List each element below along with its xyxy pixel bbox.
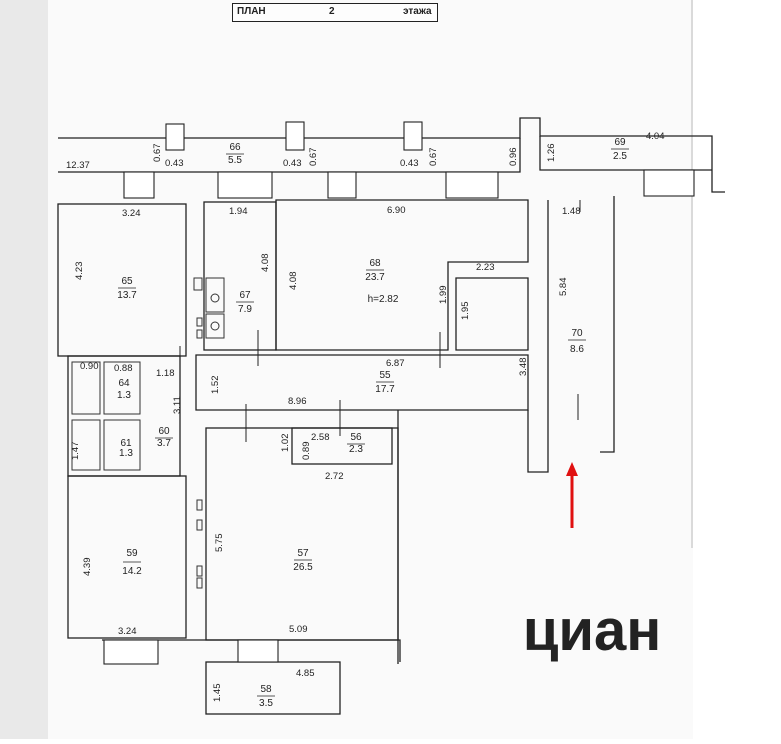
room-number: 58	[260, 684, 272, 695]
room-number: 68	[369, 258, 381, 269]
dimension: 5.09	[289, 624, 308, 635]
room-area: 13.7	[117, 290, 137, 301]
room-label-bars	[118, 148, 629, 697]
dimension: 4.08	[288, 272, 299, 291]
watermark-text: циан	[523, 598, 662, 663]
radiators	[196, 317, 203, 589]
room-area: 1.3	[119, 448, 133, 459]
red-arrow-icon	[566, 462, 578, 528]
room-number: 60	[158, 426, 170, 437]
dimension: 0.96	[508, 148, 519, 167]
dimension: 0.67	[428, 148, 439, 167]
ceiling-height: h=2.82	[368, 294, 399, 305]
room-area: 1.3	[117, 390, 131, 401]
room-number: 65	[121, 276, 133, 287]
dimension: 4.85	[296, 668, 315, 679]
room-area: 23.7	[365, 272, 385, 283]
room-number: 55	[379, 370, 391, 381]
plumbing-fixtures	[71, 277, 225, 471]
room-number: 64	[118, 378, 130, 389]
dimension: 0.88	[114, 363, 133, 374]
room-number: 56	[350, 432, 362, 443]
dimension: 4.08	[260, 254, 271, 273]
room-area: 2.5	[613, 151, 627, 162]
dimension: 1.18	[156, 368, 175, 379]
dimension: 0.67	[308, 148, 319, 167]
dimension: 3.24	[118, 626, 137, 637]
dimension: 1.47	[70, 442, 81, 461]
dimension: 3.11	[172, 396, 183, 414]
dimension: 6.87	[386, 358, 405, 369]
room-area: 5.5	[228, 155, 242, 166]
dimension: 1.99	[438, 286, 449, 305]
room-area: 14.2	[122, 566, 142, 577]
dimension: 1.26	[546, 144, 557, 163]
dimension: 6.90	[387, 205, 406, 216]
dimension: 4.39	[82, 558, 93, 577]
room-area: 3.5	[259, 698, 273, 709]
sheet	[48, 0, 693, 739]
floor-label: этажа	[403, 6, 432, 17]
room-number: 67	[239, 290, 251, 301]
room-area: 2.3	[349, 444, 363, 455]
walls	[57, 117, 725, 715]
dimension: 0.67	[152, 144, 163, 163]
room-labels: 65 13.7 67 7.9 68 23.7 69 2.5 70 8.6 55 …	[117, 137, 627, 709]
dimension: 1.52	[210, 376, 221, 395]
room-number: 59	[126, 548, 138, 559]
dimension: 0.43	[400, 158, 419, 169]
dimension: 1.94	[229, 206, 248, 217]
room-number: 61	[120, 438, 132, 449]
room-area: 3.7	[157, 438, 171, 449]
room-number: 69	[614, 137, 626, 148]
dimension: 5.75	[214, 534, 225, 553]
dimension: 1.02	[280, 434, 291, 453]
floor-number: 2	[329, 6, 335, 17]
dimension: 12.37	[66, 160, 90, 171]
dimension-labels: 12.37 0.67 0.43 0.43 0.67 0.43 0.67 0.96…	[66, 131, 665, 702]
door-marks	[179, 200, 581, 442]
dimension: 1.48	[562, 206, 581, 217]
room-number: 70	[571, 328, 583, 339]
dimension: 8.96	[288, 396, 307, 407]
room-area: 26.5	[293, 562, 313, 573]
dimension: 0.90	[80, 361, 99, 372]
dimension: 0.89	[301, 442, 312, 461]
dimension: 0.43	[283, 158, 302, 169]
dimension: 3.24	[122, 208, 141, 219]
room-area: 17.7	[375, 384, 395, 395]
dimension: 3.48	[518, 358, 529, 377]
room-area: 7.9	[238, 304, 252, 315]
room-number: 57	[297, 548, 309, 559]
room-number: 66	[229, 142, 241, 153]
dimension: 0.43	[165, 158, 184, 169]
dimension: 2.72	[325, 471, 344, 482]
dimension: 5.84	[558, 278, 569, 297]
plan-label: ПЛАН	[237, 6, 266, 17]
dimension: 1.95	[460, 302, 471, 321]
dimension: 4.23	[74, 262, 85, 281]
dimension: 4.04	[646, 131, 665, 142]
room-area: 8.6	[570, 344, 584, 355]
dimension: 2.58	[311, 432, 330, 443]
windows	[103, 121, 695, 665]
dimension: 1.45	[212, 684, 223, 703]
dimension: 2.23	[476, 262, 495, 273]
plan-header: ПЛАН 2 этажа	[232, 3, 438, 22]
